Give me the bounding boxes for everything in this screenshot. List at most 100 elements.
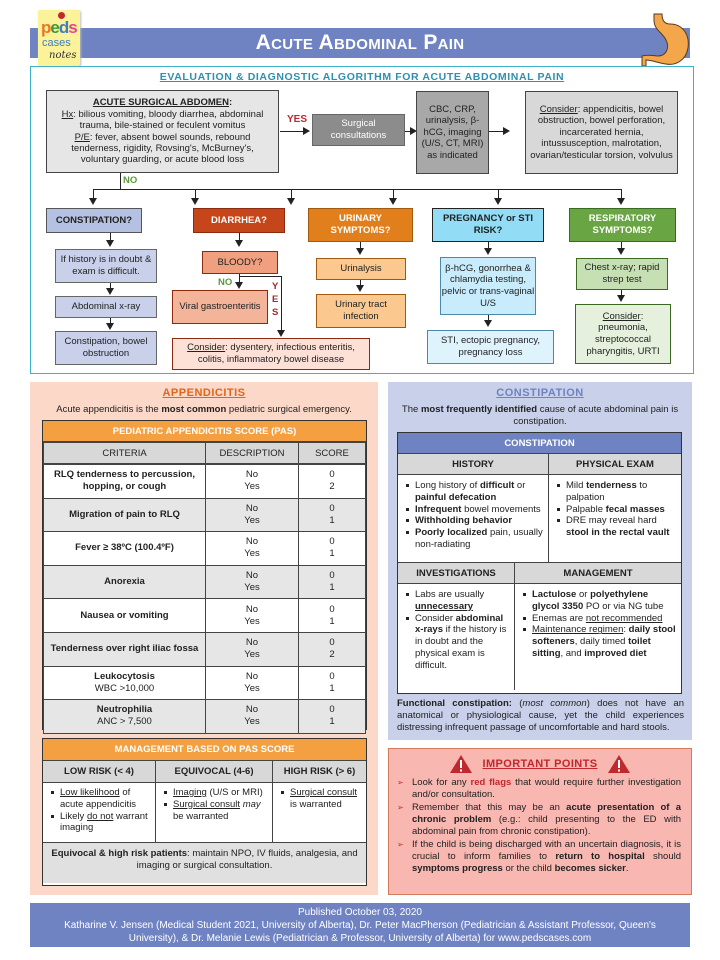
logo-peds: peds: [41, 18, 78, 37]
arrow-down-icon: [356, 248, 364, 255]
arrow-down-icon: [617, 295, 625, 302]
col-score: SCORE: [298, 442, 366, 464]
constipation-step-1: If history is in doubt & exam is difficu…: [55, 249, 157, 283]
constipation-table-title: CONSTIPATION: [398, 433, 681, 454]
exam-point: Palpable fecal masses: [555, 504, 677, 516]
arrow-down-icon: [191, 198, 199, 205]
arrow-down-icon: [617, 248, 625, 255]
exam-cell: Mild tenderness to palpation Palpable fe…: [549, 475, 681, 562]
consider-text: : appendicitis, bowel obstruction, bowel…: [530, 103, 673, 161]
col-criteria: CRITERIA: [43, 442, 206, 464]
consider-surgical-box: Consider: appendicitis, bowel obstructio…: [525, 91, 678, 174]
low-risk-point: Low likelihood of acute appendicitis: [49, 787, 151, 811]
consider-label: Consider: [187, 342, 226, 354]
constipation-step-2: Abdominal x-ray: [55, 296, 157, 318]
yes-label: YES: [287, 114, 308, 125]
low-risk-point: Likely do not warrant imaging: [49, 811, 151, 835]
appendicitis-title: APPENDICITIS: [162, 387, 246, 399]
criteria-cell: Nausea or vomiting: [43, 598, 206, 633]
pas-score-table: CRITERIA DESCRIPTION SCORE: [43, 442, 366, 464]
connector: [291, 189, 292, 199]
connector: [360, 280, 361, 286]
table-row: RLQ tenderness to percussion, hopping, o…: [43, 464, 366, 499]
connector: [239, 274, 240, 282]
col-description: DESCRIPTION: [205, 442, 299, 464]
important-point: Remember that this may be an acute prese…: [395, 802, 681, 838]
equivocal-point: Surgical consult may be warranted: [162, 799, 268, 823]
arrow-right-icon: [303, 127, 310, 135]
pas-rows-table: RLQ tenderness to percussion, hopping, o…: [43, 464, 366, 734]
investigation-point: Consider abdominal x-rays if the history…: [404, 613, 511, 672]
algorithm-title: EVALUATION & DIAGNOSTIC ALGORITHM FOR AC…: [159, 71, 565, 83]
logo-notes: notes: [49, 50, 77, 61]
appendicitis-intro: Acute appendicitis is the most common pe…: [30, 404, 378, 415]
hx-label: Hx: [61, 108, 74, 120]
arrow-down-icon: [389, 198, 397, 205]
connector: [93, 189, 621, 190]
consider-label: Consider: [539, 103, 578, 115]
important-points-panel: IMPORTANT POINTS Look for any red flags …: [388, 748, 692, 895]
criteria-cell: RLQ tenderness to percussion, hopping, o…: [43, 464, 206, 499]
intro-bold: most common: [161, 404, 227, 415]
pas-table-title: PEDIATRIC APPENDICITIS SCORE (PAS): [43, 421, 366, 442]
workup-box: CBC, CRP, urinalysis, β-hCG, imaging (U/…: [416, 91, 489, 174]
diarrhea-question: DIARRHEA?: [193, 208, 285, 233]
stomach-icon: [641, 13, 689, 67]
exam-point: Mild tenderness to palpation: [555, 480, 677, 504]
connector: [110, 283, 111, 289]
low-risk-header: LOW RISK (< 4): [43, 761, 156, 782]
management-point: Maintenance regimen: daily stool softene…: [521, 624, 677, 659]
connector: [110, 233, 111, 241]
important-point: Look for any red flags that would requir…: [395, 777, 681, 801]
equivocal-point: Imaging (U/S or MRI): [162, 787, 268, 799]
connector: [489, 131, 505, 132]
arrow-right-icon: [503, 127, 510, 135]
history-point: Long history of difficult or painful def…: [404, 480, 544, 504]
respiratory-question: RESPIRATORY SYMPTOMS?: [569, 208, 676, 242]
investigation-point: Labs are usually unnecessary: [404, 589, 511, 613]
equivocal-cell: Imaging (U/S or MRI) Surgical consult ma…: [156, 783, 273, 842]
equivocal-header: EQUIVOCAL (4-6): [156, 761, 273, 782]
pedscases-logo: peds cases notes: [38, 10, 80, 66]
page-title: Acute Abdominal Pain: [255, 31, 465, 54]
hx-text: : bilious vomiting, bloody diarrhea, abd…: [73, 108, 264, 132]
constipation-title: CONSTIPATION: [496, 387, 584, 399]
criteria-cell: Fever ≥ 38ºC (100.4ºF): [43, 531, 206, 566]
surgical-abdomen-heading: ACUTE SURGICAL ABDOMEN: [92, 97, 229, 109]
criteria-cell: Anorexia: [43, 564, 206, 600]
diarrhea-consider-box: Consider: dysentery, infectious enteriti…: [172, 338, 370, 370]
history-cell: Long history of difficult or painful def…: [398, 475, 549, 562]
history-point: Infrequent bowel movements: [404, 504, 544, 516]
pe-label: P/E: [74, 131, 90, 143]
arrow-down-icon: [617, 198, 625, 205]
connector: [120, 173, 121, 190]
pregnancy-dx-box: STI, ectopic pregnancy, pregnancy loss: [427, 330, 554, 364]
connector: [488, 242, 489, 249]
warning-icon: [449, 755, 472, 773]
connector: [239, 233, 240, 241]
warning-icon: [608, 755, 631, 773]
respiratory-consider-box: Consider: pneumonia, streptococcal phary…: [575, 304, 671, 364]
arrow-down-icon: [235, 282, 243, 289]
bloody-no-label: NO: [218, 277, 233, 288]
intro-text: Acute appendicitis is the: [56, 404, 162, 415]
management-point: Lactulose or polyethylene glycol 3350 PO…: [521, 589, 677, 613]
arrow-down-icon: [484, 320, 492, 327]
acute-surgical-abdomen-box: ACUTE SURGICAL ABDOMEN: Hx: bilious vomi…: [46, 90, 279, 173]
